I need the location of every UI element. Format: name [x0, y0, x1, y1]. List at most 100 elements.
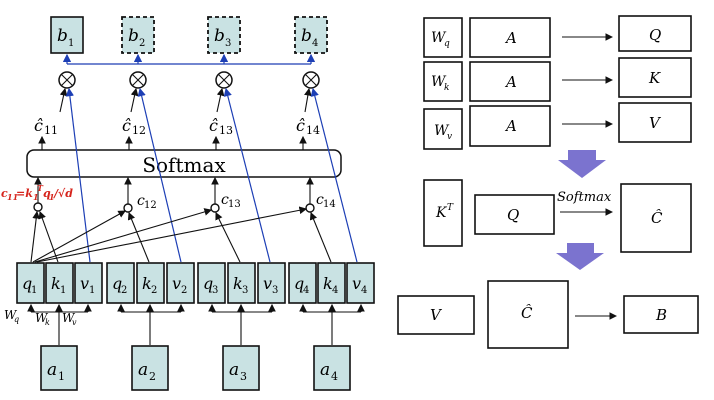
svg-text:4: 4 — [303, 285, 309, 296]
score-nodes — [33, 202, 315, 213]
svg-text:4: 4 — [312, 38, 318, 49]
svg-text:Softmax: Softmax — [142, 153, 226, 177]
svg-text:2: 2 — [149, 370, 156, 383]
svg-text:1: 1 — [58, 370, 65, 383]
svg-text:1: 1 — [31, 285, 37, 296]
svg-text:a: a — [320, 360, 330, 380]
svg-text:k: k — [142, 274, 152, 293]
svg-text:B: B — [655, 306, 667, 324]
svg-text:4: 4 — [331, 370, 338, 383]
svg-text:14: 14 — [323, 199, 336, 210]
svg-text:2: 2 — [121, 285, 127, 296]
svg-text:W: W — [4, 308, 18, 322]
svg-text:W: W — [35, 311, 49, 325]
svg-text:=k: =k — [16, 187, 33, 200]
row-output: V Ĉ B — [397, 280, 699, 349]
svg-text:W: W — [434, 123, 450, 139]
svg-text:2: 2 — [151, 285, 157, 296]
svg-text:c: c — [137, 193, 145, 209]
svg-text:b: b — [57, 26, 68, 46]
svg-text:c: c — [221, 192, 229, 208]
output-b2: b 2 — [121, 16, 155, 54]
svg-text:a: a — [138, 360, 148, 380]
svg-text:k: k — [323, 274, 333, 293]
row-wk: W k A K — [423, 57, 692, 102]
svg-text:/√d: /√d — [53, 187, 73, 200]
svg-text:T: T — [447, 203, 454, 213]
output-b3: b 3 — [207, 16, 241, 54]
svg-text:V: V — [649, 114, 662, 132]
svg-text:v: v — [447, 132, 452, 142]
svg-text:v: v — [80, 274, 89, 293]
svg-text:c: c — [1, 187, 8, 200]
svg-text:k: k — [51, 274, 61, 293]
c11-formula: c 11 =k 1 T q 1 /√d — [1, 183, 73, 202]
svg-text:13: 13 — [219, 124, 233, 137]
svg-text:11: 11 — [7, 192, 18, 202]
output-row: b 1 b 2 b 3 b 4 — [50, 16, 328, 54]
svg-text:4: 4 — [361, 285, 367, 296]
svg-text:A: A — [504, 29, 517, 47]
multiply-icon — [129, 71, 147, 89]
row-wv: W v A V — [423, 102, 692, 150]
svg-text:k: k — [233, 274, 243, 293]
svg-text:a: a — [47, 360, 57, 380]
svg-text:b: b — [128, 26, 139, 46]
svg-text:3: 3 — [242, 285, 248, 296]
svg-text:V: V — [430, 306, 443, 324]
weight-labels: Wq Wk Wv — [4, 308, 77, 327]
svg-text:12: 12 — [132, 124, 146, 137]
svg-text:k: k — [444, 83, 449, 93]
input-connectors — [27, 303, 365, 345]
svg-text:11: 11 — [44, 124, 58, 137]
svg-text:A: A — [504, 117, 517, 135]
svg-text:q: q — [43, 187, 51, 200]
svg-text:q: q — [203, 274, 213, 293]
svg-text:q: q — [294, 274, 304, 293]
svg-text:b: b — [214, 26, 225, 46]
svg-text:Ĉ: Ĉ — [521, 304, 533, 322]
svg-text:Ĉ: Ĉ — [651, 209, 663, 227]
svg-text:13: 13 — [228, 199, 241, 210]
output-b1: b 1 — [50, 16, 84, 54]
svg-text:v: v — [352, 274, 361, 293]
svg-text:q: q — [444, 39, 450, 49]
svg-text:b: b — [301, 26, 312, 46]
multiply-icon — [302, 71, 320, 89]
svg-text:Q: Q — [649, 26, 661, 44]
svg-text:ĉ: ĉ — [209, 116, 218, 135]
svg-text:14: 14 — [306, 124, 320, 137]
svg-text:v: v — [72, 318, 77, 327]
svg-text:W: W — [431, 30, 447, 46]
svg-text:ĉ: ĉ — [296, 116, 305, 135]
row-kt: K T Q Softmax Ĉ — [423, 179, 692, 253]
multiply-icon — [215, 71, 233, 89]
softmax-bar: Softmax — [26, 149, 342, 178]
svg-text:ĉ: ĉ — [122, 116, 131, 135]
svg-text:3: 3 — [272, 285, 278, 296]
svg-text:a: a — [229, 360, 239, 380]
svg-text:q: q — [22, 274, 32, 293]
svg-text:2: 2 — [181, 285, 187, 296]
svg-text:3: 3 — [212, 285, 218, 296]
svg-text:K: K — [648, 69, 661, 87]
svg-text:3: 3 — [240, 370, 247, 383]
svg-text:W: W — [62, 311, 76, 325]
right-panel: W q A Q W k A K W v A V — [397, 15, 699, 349]
svg-text:W: W — [431, 74, 447, 90]
svg-text:2: 2 — [139, 38, 145, 49]
svg-text:1: 1 — [68, 38, 74, 49]
